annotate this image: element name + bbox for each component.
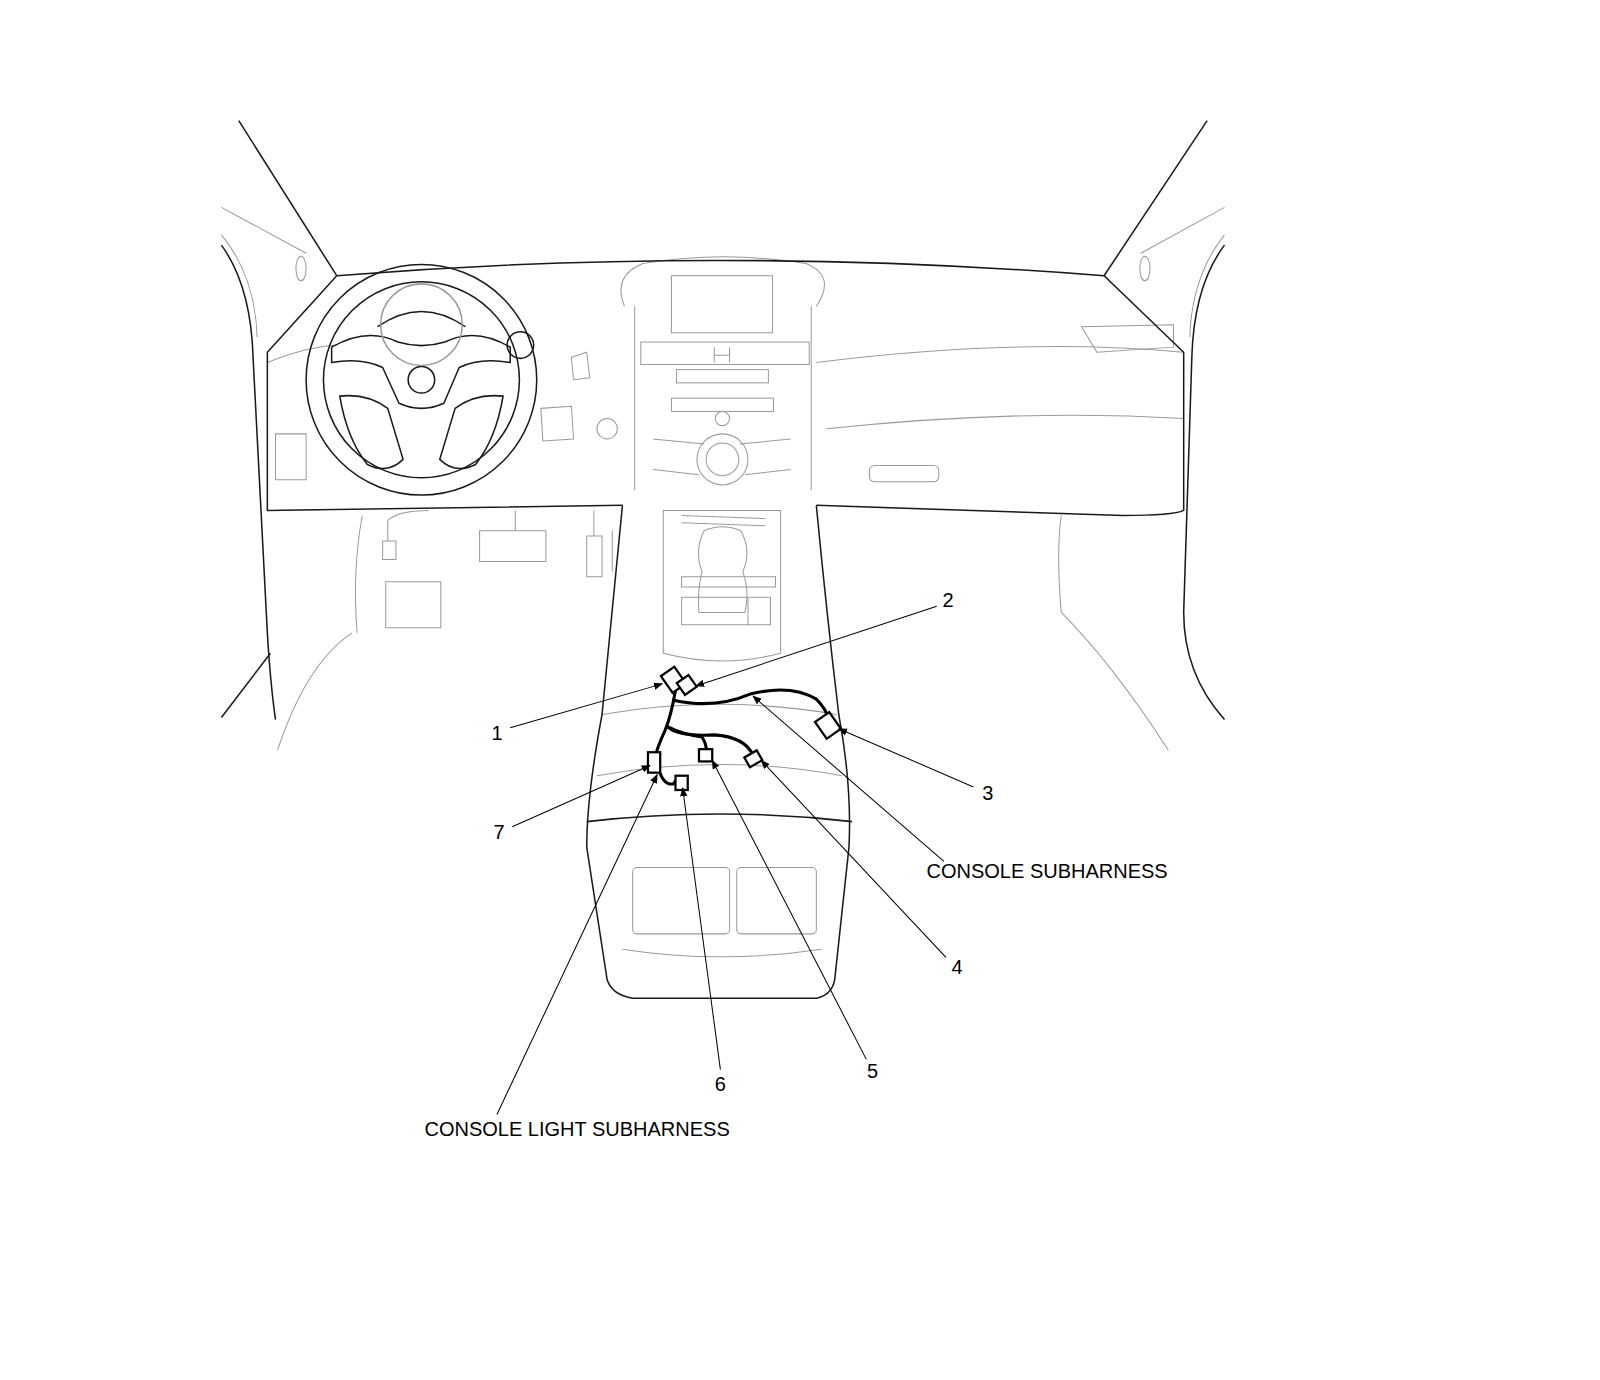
knob [706, 443, 739, 476]
gauge-hood [378, 311, 466, 326]
door-edge [1184, 245, 1225, 719]
callout-number: 5 [867, 1060, 878, 1082]
vent [276, 434, 307, 480]
panel [677, 370, 769, 383]
steering-spoke [340, 396, 403, 469]
pillar-line [1141, 207, 1225, 253]
callout-number: 7 [493, 821, 504, 843]
connector [815, 712, 841, 739]
part-name: CONSOLE LIGHT SUBHARNESS [424, 1118, 729, 1140]
connector [744, 750, 762, 767]
connector [677, 675, 697, 695]
shifter-panel [663, 510, 780, 661]
console-line [622, 949, 821, 957]
speaker [1140, 256, 1150, 280]
connectors [648, 667, 841, 790]
dash-line [827, 415, 1184, 429]
steering-spoke [440, 396, 503, 469]
gauge [507, 332, 534, 359]
speaker [296, 256, 306, 280]
panel [714, 347, 729, 362]
dash-line [816, 347, 1183, 363]
steering-spokes [332, 335, 511, 408]
leader-line [510, 684, 662, 728]
main-outlines [221, 121, 1224, 999]
leader-line [497, 775, 657, 1115]
callout-number: 2 [942, 589, 953, 611]
pedal [587, 510, 602, 576]
knob [715, 411, 729, 425]
knob [697, 434, 748, 485]
a-pillar [1104, 121, 1207, 276]
callout-number: 4 [952, 956, 963, 978]
leader-line [696, 606, 937, 686]
leader-line [839, 729, 974, 787]
console-line [602, 704, 837, 714]
leader-line [753, 696, 944, 861]
dashboard [337, 260, 1184, 515]
floor-line [612, 531, 613, 572]
display [671, 276, 772, 333]
trim [682, 516, 766, 526]
connector [699, 749, 712, 761]
leader-line [512, 766, 650, 827]
dashboard [267, 276, 622, 511]
leader-line [761, 760, 946, 957]
panel [653, 439, 791, 475]
shift-lever [698, 527, 747, 613]
callout-number: 6 [715, 1073, 726, 1095]
switch [541, 406, 574, 441]
pedal [383, 510, 429, 559]
a-pillar [239, 121, 337, 276]
rear-vent [633, 868, 730, 934]
background-lines [221, 207, 1224, 956]
pillar-line [221, 207, 306, 253]
connector [676, 776, 688, 790]
floor-line [278, 516, 363, 751]
leader-lines [497, 606, 974, 1114]
steering-wheel [323, 282, 519, 478]
gauge [381, 284, 463, 366]
harness [654, 690, 828, 784]
leader-line [712, 760, 866, 1059]
leader-line [683, 788, 721, 1070]
part-name: CONSOLE SUBHARNESS [927, 860, 1168, 882]
panel [671, 398, 773, 411]
center-stack [635, 306, 812, 490]
glovebox-handle [869, 466, 938, 482]
harness-wire [673, 690, 828, 720]
connector [648, 752, 660, 772]
center-stack [621, 257, 824, 306]
steering-emblem [408, 367, 435, 394]
floor-line [1059, 516, 1169, 751]
shift-gate [682, 577, 776, 625]
panel [641, 342, 809, 364]
switch [571, 352, 589, 380]
knob [597, 419, 617, 439]
center-console [587, 505, 850, 998]
callout-number: 3 [982, 782, 993, 804]
rear-vent [737, 868, 817, 934]
callout-number: 1 [491, 722, 502, 744]
pillar-line [221, 235, 257, 337]
steering-wheel [306, 264, 537, 495]
footrest [386, 582, 441, 628]
pedal [480, 510, 546, 561]
door-sill [221, 653, 270, 717]
